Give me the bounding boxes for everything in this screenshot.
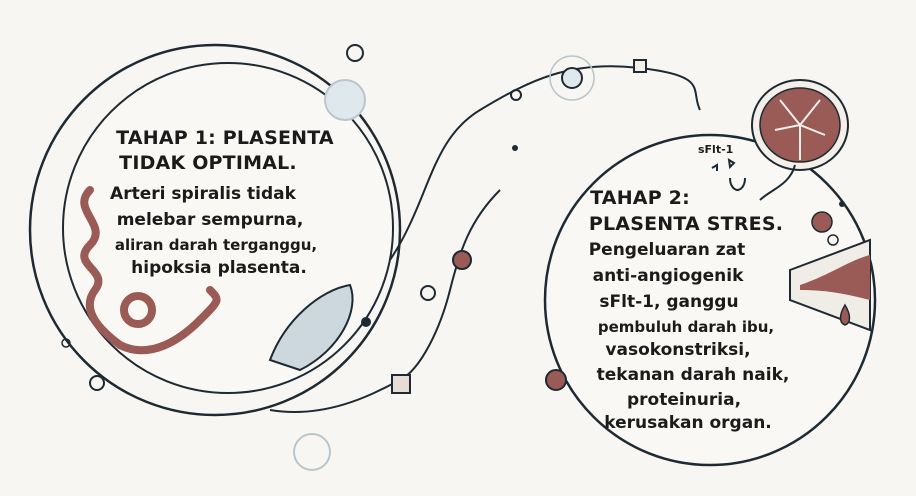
stage2-body: proteinuria, <box>626 390 742 410</box>
stage1-body: aliran darah terganggu, <box>114 236 318 254</box>
decor-dot <box>839 201 845 207</box>
molecule-label: sFlt-1 <box>698 143 734 156</box>
stage2-circle <box>543 133 877 467</box>
placenta-tissue <box>268 283 354 372</box>
decor-dot <box>811 211 833 233</box>
blood-vessel-icon <box>789 238 871 332</box>
decor-dot <box>89 375 105 391</box>
stage2-body: sFlt-1, ganggu <box>599 292 739 312</box>
stage2-body: Pengeluaran zat <box>588 240 746 260</box>
connector-curve-lower <box>269 189 501 413</box>
sflt1-molecule-icon <box>711 158 746 191</box>
placenta-icon <box>751 79 849 201</box>
stage2-title: TAHAP 2: <box>590 187 690 209</box>
decor-dot <box>346 44 364 62</box>
stage2-body: pembuluh darah ibu, <box>597 318 775 336</box>
stage1-body: melebar sempurna, <box>116 210 304 230</box>
decor-dot <box>512 145 518 151</box>
decor-dot <box>61 338 71 348</box>
connector-curve <box>389 65 701 261</box>
stage1-title: TAHAP 1: PLASENTA <box>116 127 334 149</box>
spiral-artery-icon <box>80 186 221 355</box>
decor-dot <box>827 234 839 246</box>
stage1-outer-ring <box>28 43 402 417</box>
stage1-body: hipoksia plasenta. <box>131 258 307 278</box>
decor-dot <box>324 79 366 121</box>
decor-square <box>391 374 411 394</box>
decor-dot <box>420 285 436 301</box>
decor-dot <box>510 89 522 101</box>
decor-dot <box>452 250 472 270</box>
stage1-title: TIDAK OPTIMAL. <box>119 152 297 174</box>
stage2-title: PLASENTA STRES. <box>588 213 784 235</box>
decor-square <box>633 59 647 73</box>
decor-dot <box>361 317 371 327</box>
decor-dot <box>549 55 595 101</box>
stage1-body: Arteri spiralis tidak <box>110 184 296 204</box>
stage2-body: tekanan darah naik, <box>596 365 790 385</box>
decor-dot <box>545 369 567 391</box>
stage2-body: kerusakan organ. <box>604 413 772 433</box>
stage2-body: vasokonstriksi, <box>605 340 751 360</box>
stage2-body: anti-angiogenik <box>592 266 744 286</box>
decor-dot <box>561 67 583 89</box>
decor-dot <box>293 433 331 471</box>
